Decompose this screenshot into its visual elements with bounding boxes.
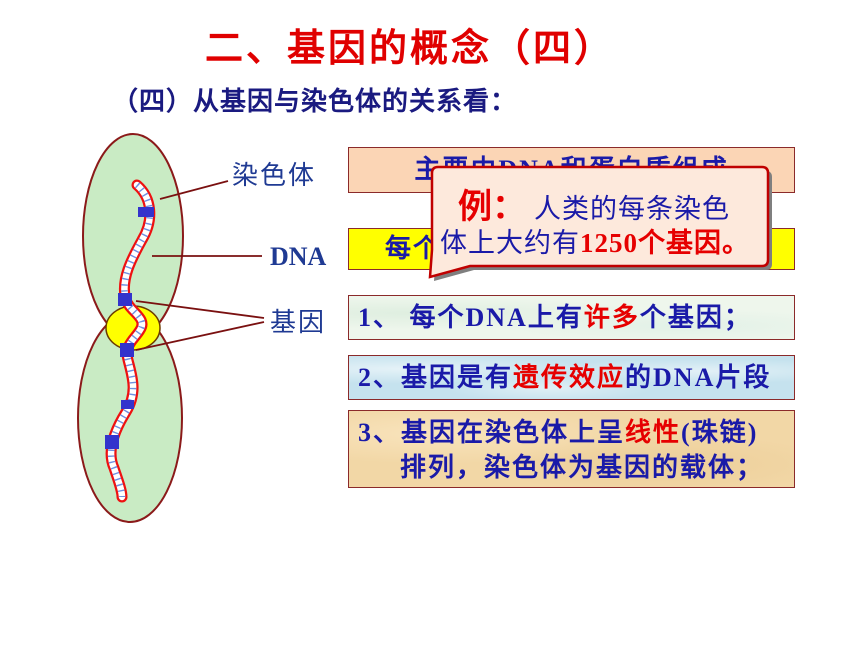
dna-label: DNA: [270, 242, 327, 271]
callout-line2: 体上大约有1250个基因。: [440, 226, 750, 260]
chromosome-label: 染色体: [232, 161, 317, 190]
callout-text: 人类的每条染色: [534, 194, 730, 224]
callout-text-2: 体上大约有: [440, 228, 580, 258]
fact3-line1: 3、基因在染色体上呈线性(珠链): [349, 415, 794, 450]
gene-marker: [105, 435, 119, 449]
callout-lead: 例：: [458, 188, 526, 226]
dna-double-helix: [111, 185, 150, 497]
chromosome-pointer-line: [159, 180, 229, 200]
dna-strand-gap: [111, 185, 150, 497]
composition-text: 主要由DNA和蛋白质组成: [414, 155, 729, 184]
gene-marker: [118, 293, 132, 306]
fact3-line2: 排列，染色体为基因的载体；: [400, 453, 765, 482]
chromosome-lower-arm: [77, 313, 183, 523]
fact2-text: 2、基因是有: [358, 363, 514, 392]
slide-title: 二、基因的概念（四）: [205, 28, 616, 70]
gene-marker: [120, 343, 134, 357]
gene-pointer-line: [135, 300, 265, 319]
fact3-text-end: (珠链): [681, 418, 759, 447]
chromosome-upper-arm: [82, 133, 184, 339]
dna-strand-outline: [111, 185, 150, 497]
fact2-text-end: 的DNA片段: [625, 363, 772, 392]
fact-box-3: 3、基因在染色体上呈线性(珠链) 排列，染色体为基因的载体；: [348, 410, 795, 488]
gene-marker: [121, 400, 134, 409]
centromere: [105, 305, 161, 351]
fact2-highlight: 遗传效应: [513, 363, 626, 392]
gene-label: 基因: [270, 308, 327, 337]
dna-base-pairs: [111, 185, 150, 497]
gene-pointer-line: [135, 321, 265, 351]
gene-marker: [138, 207, 154, 217]
fact1-highlight: 许多: [583, 303, 640, 332]
fact3-text: 3、基因在染色体上呈: [358, 418, 626, 447]
fact-box-1: 1、 每个DNA上有许多个基因；: [348, 295, 795, 340]
callout-highlight: 1250个基因。: [580, 228, 750, 258]
slide-subtitle: （四）从基因与染色体的关系看：: [112, 87, 518, 116]
fact1-text: 1、 每个DNA上有: [358, 303, 584, 332]
fact3-highlight: 线性: [625, 418, 682, 447]
per-chromosome-text: 每个: [385, 234, 442, 263]
fact1-text-end: 个基因；: [639, 303, 752, 332]
fact-box-2: 2、基因是有遗传效应的DNA片段: [348, 355, 795, 400]
